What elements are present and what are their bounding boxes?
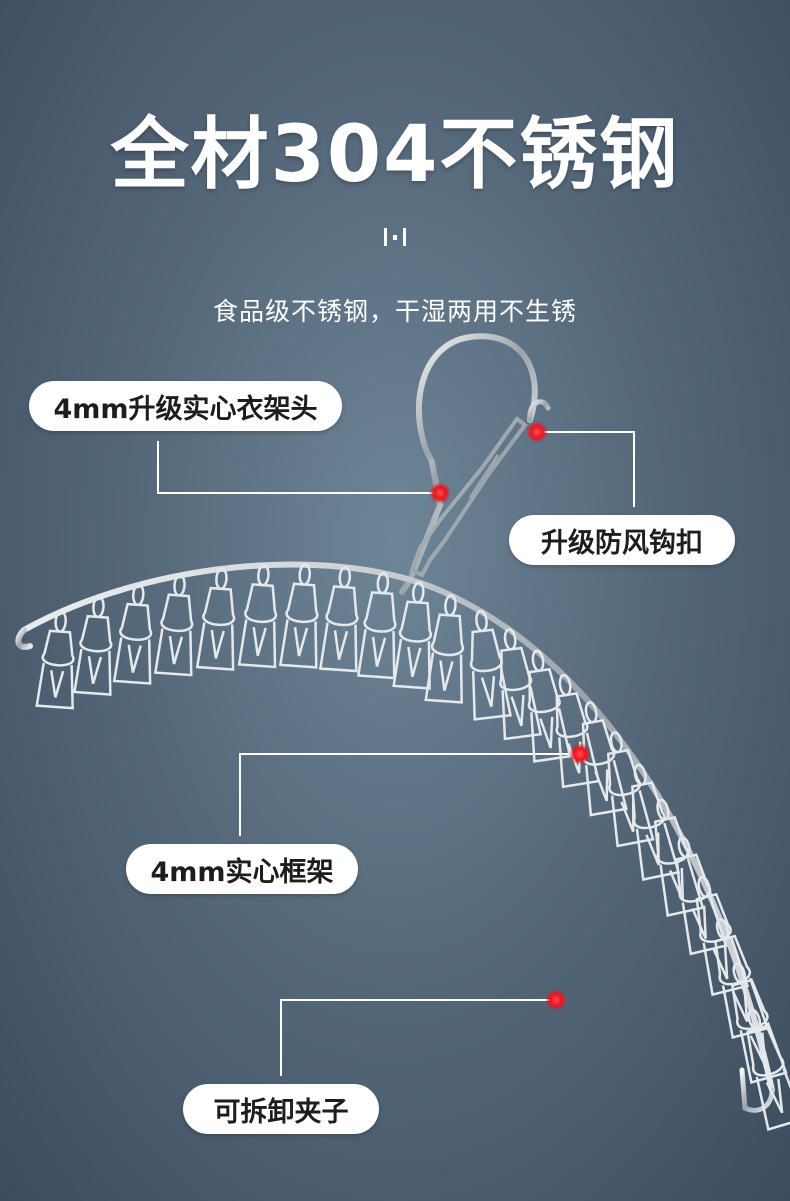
clip	[555, 673, 601, 789]
clip	[714, 918, 770, 1040]
clip	[35, 610, 75, 710]
clip	[318, 565, 359, 673]
windproof-hook	[409, 416, 528, 578]
leader-line-clip	[280, 999, 556, 1076]
clip	[195, 567, 236, 671]
callout-dot-frame	[569, 743, 591, 765]
callout-dot-hook	[526, 421, 548, 443]
clip	[112, 583, 153, 685]
clip	[237, 563, 278, 669]
leader-line-frame	[239, 753, 580, 836]
clip	[72, 595, 113, 696]
clip	[392, 581, 432, 690]
clip	[153, 574, 194, 677]
clip	[746, 1008, 790, 1131]
callout-dot-head	[429, 482, 451, 504]
callout-dots	[429, 421, 591, 1011]
leader-line-hook	[537, 431, 635, 507]
callout-head-label: 4mm升级实心衣架头	[29, 381, 342, 431]
callout-clip-label: 可拆卸夹子	[183, 1084, 379, 1134]
subline: 食品级不锈钢，干湿两用不生锈	[212, 297, 577, 326]
clip	[469, 609, 512, 721]
leader-line-head	[157, 441, 440, 494]
callout-hook-label: 升级防风钩扣	[509, 515, 735, 565]
callout-frame-label: 4mm实心框架	[126, 844, 358, 894]
divider-mark-icon	[384, 228, 406, 246]
callout-dot-clip	[545, 989, 567, 1011]
clip	[356, 571, 397, 680]
leader-lines	[157, 431, 635, 1076]
headline: 全材304不锈钢	[110, 110, 680, 200]
clip	[730, 962, 788, 1085]
clip	[278, 563, 319, 669]
clip	[424, 594, 465, 704]
